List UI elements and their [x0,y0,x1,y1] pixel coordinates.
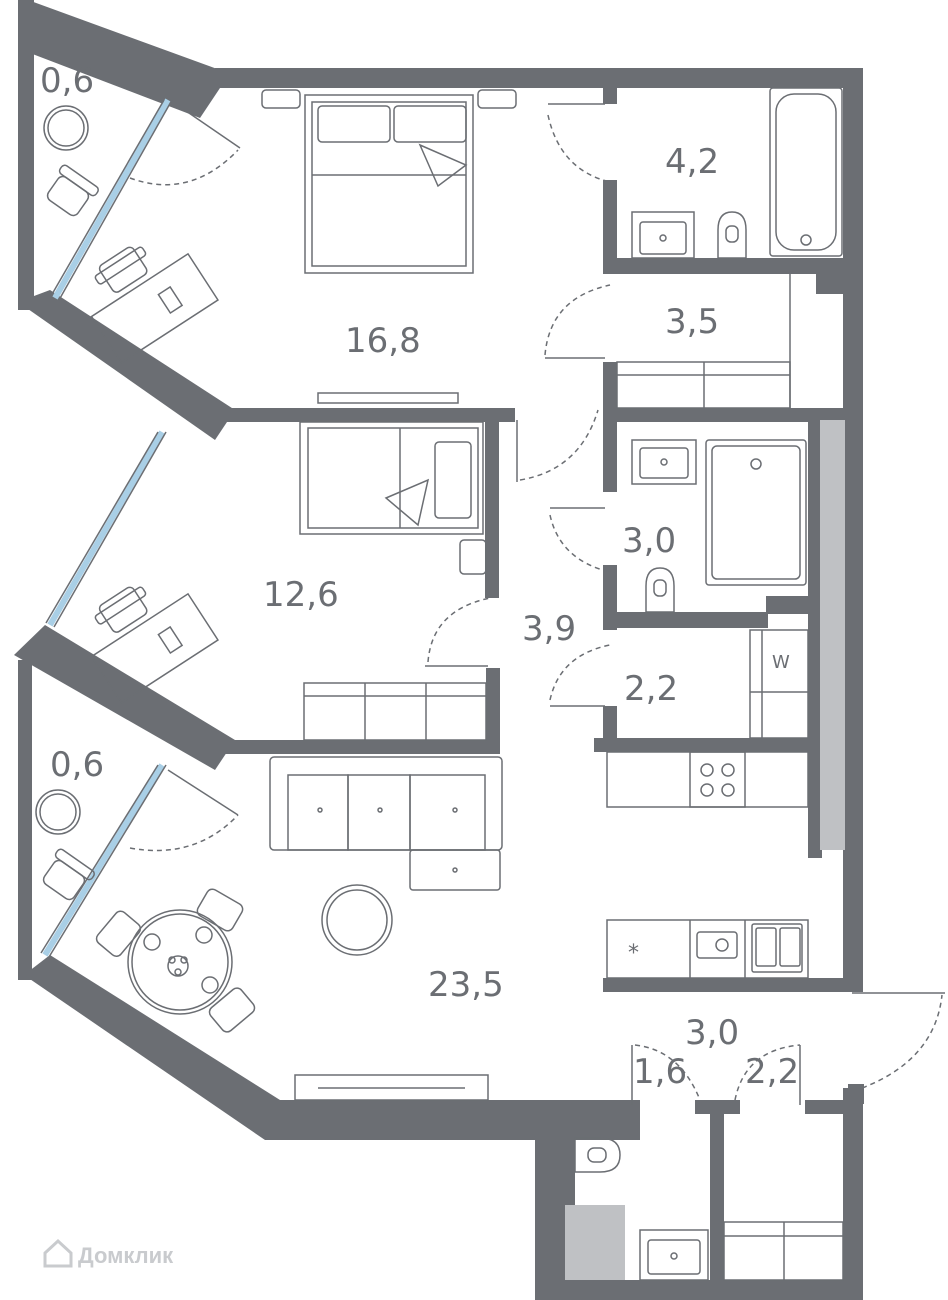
bathtub-icon [769,87,843,257]
area-label-wardrobe-1: 3,5 [665,302,719,342]
area-label-balcony-bottom: 0,6 [50,745,104,785]
doors [129,99,945,1105]
washer-label: W [772,652,790,673]
fridge-symbol: * [628,941,639,966]
round-table-icon [35,789,81,835]
desk-icon [90,246,219,364]
area-label-corridor: 3,9 [522,609,576,649]
bathtub-icon [705,439,807,586]
area-label-toilet: 1,6 [633,1052,687,1092]
watermark-text: Домклик [78,1243,174,1268]
area-label-bathroom-1: 4,2 [665,142,719,182]
kitchen-counter-icon [606,919,809,979]
house-logo-icon [43,1238,73,1268]
windows [42,98,171,957]
area-label-balcony-top: 0,6 [40,61,94,101]
sink-icon [631,211,695,259]
sink-icon [631,439,697,485]
toilet-icon [645,567,675,613]
toilet-icon [717,211,747,259]
desk-icon [90,586,219,704]
dining-table-icon [95,888,256,1033]
single-bed-icon [299,421,487,575]
watermark: Домклик [43,1238,174,1268]
chair-icon [46,164,99,217]
window-frames [40,99,173,958]
area-label-living-kitchen: 23,5 [428,965,504,1005]
washer-icon [749,629,809,739]
furniture [35,87,844,1281]
area-label-bathroom-2: 3,0 [622,521,676,561]
sofa-icon [269,756,503,891]
area-labels: 0,6 16,8 4,2 3,5 12,6 3,0 3,9 2,2 0,6 23… [40,61,799,1092]
chair-icon [42,848,95,901]
area-label-hall: 3,0 [685,1013,739,1053]
area-label-bedroom-2: 12,6 [263,575,339,615]
sink-icon [639,1229,709,1281]
walls [14,0,864,1300]
bed-icon [261,89,517,274]
area-label-wardrobe-2: 2,2 [745,1052,799,1092]
cabinet-icon [616,274,791,409]
stove-icon [606,751,809,808]
round-table-icon [43,105,89,151]
area-label-bedroom: 16,8 [345,321,421,361]
area-label-laundry: 2,2 [624,669,678,709]
coffee-table-icon [321,884,393,956]
toilet-icon [574,1137,621,1173]
wardrobe-icon [303,682,487,741]
cabinet-icon [723,1221,844,1281]
